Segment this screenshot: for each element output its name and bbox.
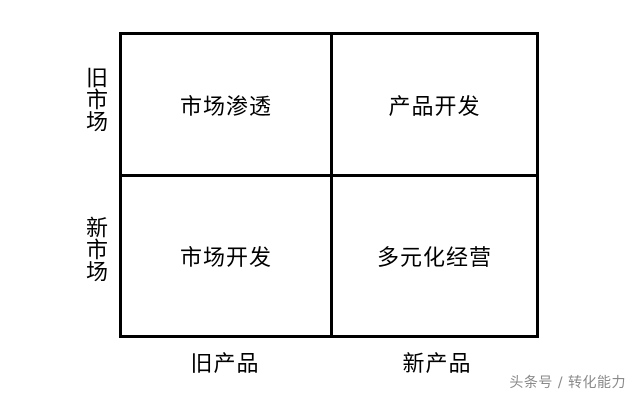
watermark: 头条号 / 转化能力 (509, 375, 626, 391)
cell-market-penetration: 市场渗透 (179, 94, 272, 120)
row-label-old-market: 旧市场 (82, 66, 107, 132)
cell-market-development: 市场开发 (179, 246, 272, 271)
matrix-horizontal-divider (119, 174, 539, 177)
cell-diversification: 多元化经营 (376, 246, 492, 271)
cell-product-development: 产品开发 (388, 94, 481, 120)
matrix-vertical-divider (330, 32, 333, 338)
ansoff-matrix-frame (119, 32, 539, 338)
row-label-new-market: 新市场 (82, 216, 107, 282)
column-label-old-product: 旧产品 (190, 352, 260, 377)
column-label-new-product: 新产品 (402, 352, 472, 377)
